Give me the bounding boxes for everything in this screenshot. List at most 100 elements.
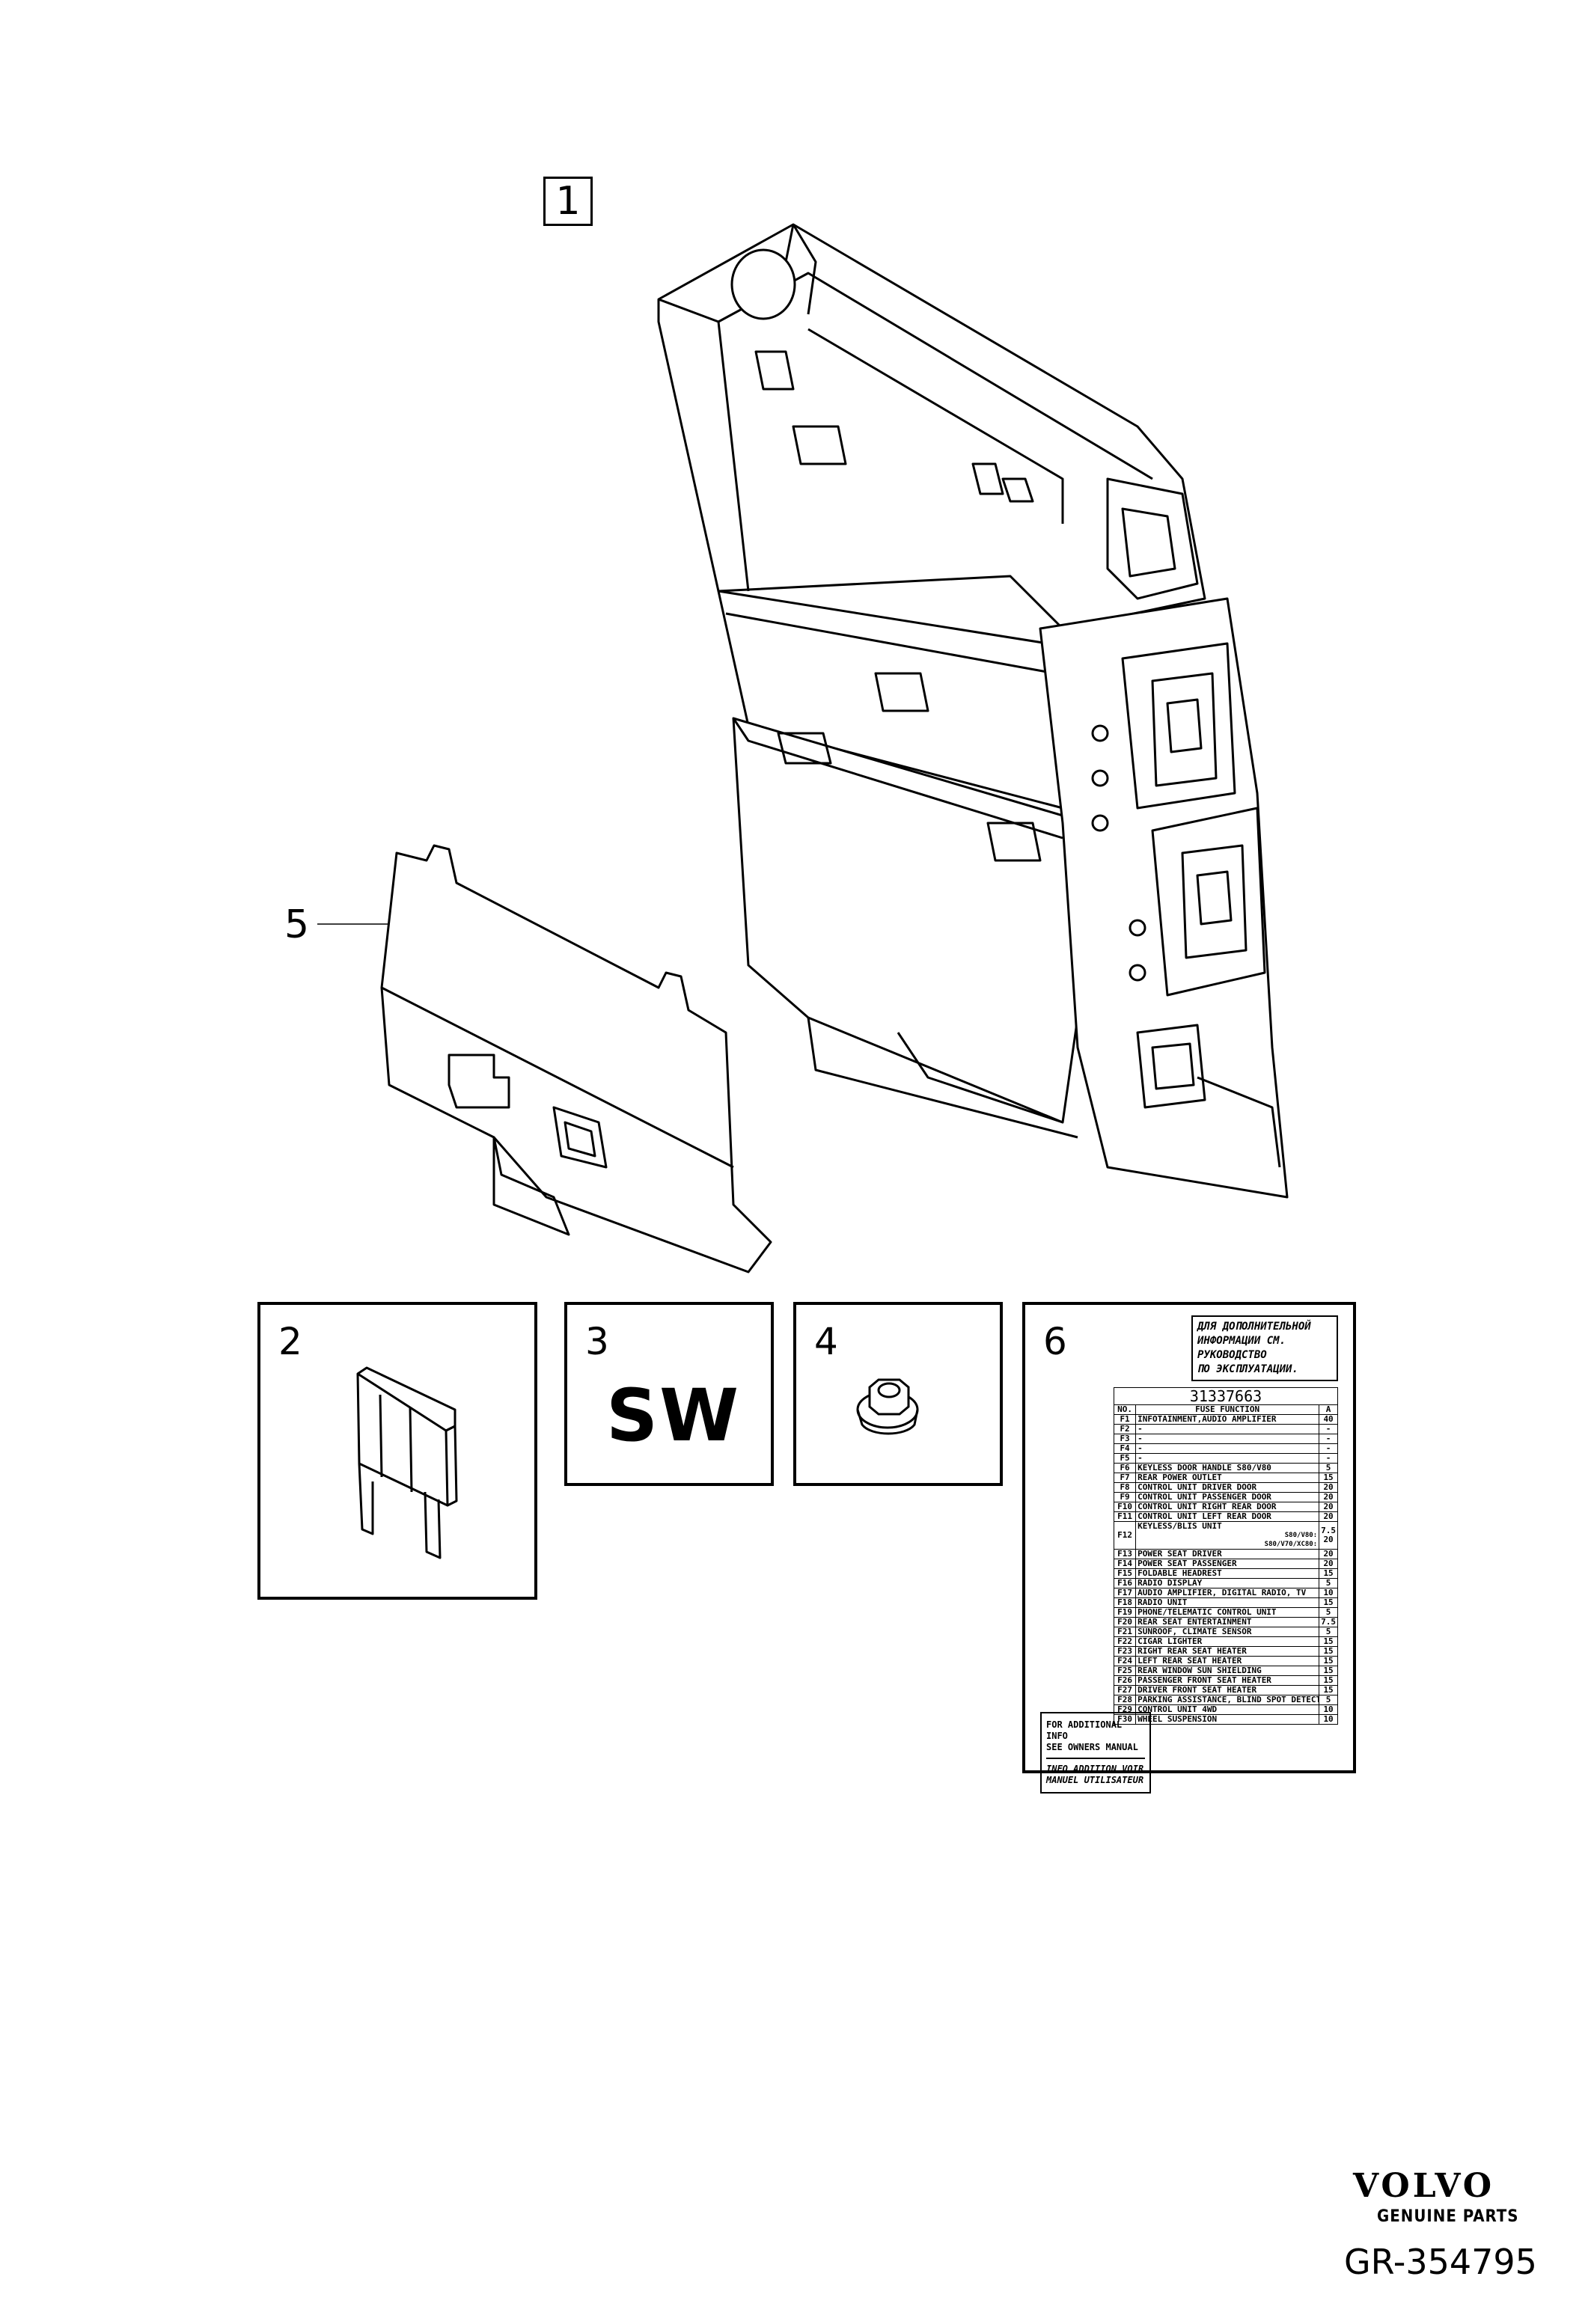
fuse-number: F5 (1113, 1453, 1137, 1464)
note-ru-line: РУКОВОДСТВО (1197, 1349, 1267, 1361)
fuse-row: F4-- (1113, 1443, 1338, 1454)
fuse-function: POWER SEAT PASSENGER (1135, 1559, 1320, 1569)
fuse-amperage: 15 (1319, 1675, 1338, 1686)
fuse-function: CIGAR LIGHTER (1135, 1636, 1320, 1647)
fuse-function-text: KEYLESS/BLIS UNIT (1137, 1521, 1222, 1531)
fuse-amperage: 5 (1319, 1627, 1338, 1637)
fuse-function: DRIVER FRONT SEAT HEATER (1135, 1685, 1320, 1695)
note-french: INFO ADDITION VOIR MANUEL UTILISATEUR (1046, 1759, 1145, 1791)
fuse-number: F13 (1113, 1549, 1137, 1559)
fuse-amperage: 40 (1319, 1414, 1338, 1425)
panel-4-nut: 4 (793, 1302, 1003, 1486)
side-notes: FOR ADDITIONAL INFO SEE OWNERS MANUAL IN… (1040, 1712, 1151, 1794)
callout-1-label: 1 (555, 179, 581, 224)
fuse-label-card: ДЛЯ ДОПОЛНИТЕЛЬНОЙ ИНФОРМАЦИИ СМ. РУКОВО… (1036, 1315, 1343, 1794)
part-number: 31337663 (1114, 1387, 1338, 1405)
fuse-amperage: 5 (1319, 1463, 1338, 1473)
fuse-amperage: 20 (1319, 1482, 1338, 1493)
fuse-function: CONTROL UNIT LEFT REAR DOOR (1135, 1511, 1320, 1522)
fuse-amperage-variant: 7.5 (1321, 1526, 1336, 1535)
fuse-function: FOLDABLE HEADREST (1135, 1568, 1320, 1579)
fuse-function: REAR WINDOW SUN SHIELDING (1135, 1666, 1320, 1676)
fuse-amperage: 20 (1319, 1502, 1338, 1512)
fuse-number: F28 (1113, 1695, 1137, 1705)
fuse-function: - (1135, 1443, 1320, 1454)
note-ru-line: ИНФОРМАЦИИ СМ. (1197, 1335, 1286, 1347)
fuse-amperage: 5 (1319, 1607, 1338, 1618)
fuse-amperage: 5 (1319, 1578, 1338, 1588)
callout-5-label: 5 (284, 902, 310, 947)
fuse-function: REAR POWER OUTLET (1135, 1473, 1320, 1483)
fuse-amperage: 20 (1319, 1492, 1338, 1502)
fuse-amperage: 15 (1319, 1636, 1338, 1647)
header-no: NO. (1113, 1404, 1137, 1415)
fuse-number: F7 (1113, 1473, 1137, 1483)
fuse-function: POWER SEAT DRIVER (1135, 1549, 1320, 1559)
panel-2-fuse: 2 (257, 1302, 537, 1600)
fuse-function-variant: S80/V70/XC80: (1264, 1541, 1318, 1548)
fuse-amperage: 7.5 (1319, 1617, 1338, 1627)
fuse-amperage: 15 (1319, 1473, 1338, 1483)
note-fr-line: MANUEL UTILISATEUR (1046, 1775, 1144, 1785)
fuse-amperage: 15 (1319, 1656, 1338, 1666)
fuse-amperage: 15 (1319, 1685, 1338, 1695)
fuse-amperage: 5 (1319, 1695, 1338, 1705)
fuse-function: PASSENGER FRONT SEAT HEATER (1135, 1675, 1320, 1686)
note-en-line: SEE OWNERS MANUAL (1046, 1742, 1138, 1752)
fuse-function: KEYLESS DOOR HANDLE S80/V80 (1135, 1463, 1320, 1473)
fuse-function: CONTROL UNIT DRIVER DOOR (1135, 1482, 1320, 1493)
fuse-function: CONTROL UNIT RIGHT REAR DOOR (1135, 1502, 1320, 1512)
fuse-number: F17 (1113, 1588, 1137, 1598)
fuse-number: F8 (1113, 1482, 1137, 1493)
fuse-amperage: 10 (1319, 1714, 1338, 1725)
fuse-number: F24 (1113, 1656, 1137, 1666)
genuine-parts-tagline: GENUINE PARTS (1377, 2207, 1519, 2226)
panel-6-number: 6 (1043, 1320, 1067, 1363)
flange-nut-icon (856, 1378, 919, 1435)
fuse-amperage: 20 (1319, 1511, 1338, 1522)
fuse-number: F23 (1113, 1646, 1137, 1657)
fuse-number: F30 (1113, 1714, 1137, 1725)
note-english: FOR ADDITIONAL INFO SEE OWNERS MANUAL (1046, 1715, 1145, 1759)
fuse-number: F12 (1113, 1521, 1137, 1550)
fuse-function: CONTROL UNIT 4WD (1135, 1704, 1320, 1715)
fuse-number: F27 (1113, 1685, 1137, 1695)
fuse-amperage: - (1319, 1434, 1338, 1444)
fuse-number: F26 (1113, 1675, 1137, 1686)
fuse-function: SUNROOF, CLIMATE SENSOR (1135, 1627, 1320, 1637)
fuse-function-variant: S80/V80: (1284, 1532, 1318, 1539)
fuse-number: F22 (1113, 1636, 1137, 1647)
fuse-amperage: 15 (1319, 1597, 1338, 1608)
fuse-number: F6 (1113, 1463, 1137, 1473)
fuse-amperage: 15 (1319, 1568, 1338, 1579)
note-ru-line: ДЛЯ ДОПОЛНИТЕЛЬНОЙ (1197, 1321, 1311, 1333)
volvo-logo: VOLVO (1353, 2167, 1495, 2205)
fuse-number: F4 (1113, 1443, 1137, 1454)
fuse-number: F15 (1113, 1568, 1137, 1579)
fuse-amperage: 10 (1319, 1704, 1338, 1715)
fuse-function: PHONE/TELEMATIC CONTROL UNIT (1135, 1607, 1320, 1618)
fuse-function: KEYLESS/BLIS UNIT S80/V80: S80/V70/XC80: (1135, 1521, 1320, 1550)
fuse-number: F16 (1113, 1578, 1137, 1588)
note-ru-line: ПО ЭКСПЛУАТАЦИИ. (1197, 1363, 1298, 1375)
